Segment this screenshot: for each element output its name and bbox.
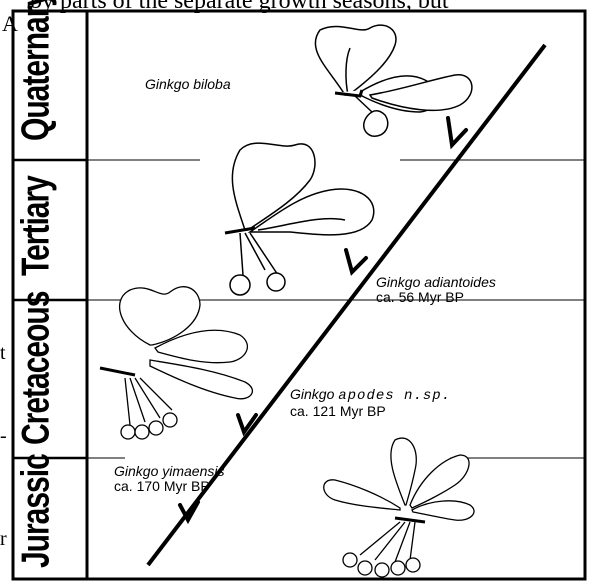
species-genus: Ginkgo xyxy=(290,386,334,402)
species-label-yimaensis: Ginkgo yimaensis ca. 170 Myr BP xyxy=(114,464,225,494)
figure-frame xyxy=(13,11,585,579)
species-name: Ginkgo adiantoides xyxy=(376,274,496,290)
species-label-apodes: Ginkgo apodes n.sp. ca. 121 Myr BP xyxy=(290,387,451,419)
period-label-quaternary: Quaternary xyxy=(15,31,59,141)
period-label-cretaceous: Cretaceous xyxy=(15,313,59,445)
ginkgo-apodes-drawing xyxy=(100,287,252,439)
species-name: Ginkgo biloba xyxy=(145,76,231,92)
period-label-tertiary: Tertiary xyxy=(15,182,59,276)
ginkgo-yimaensis-drawing xyxy=(324,438,474,577)
species-label-biloba: Ginkgo biloba xyxy=(145,77,231,92)
species-epithet: apodes n.sp. xyxy=(338,388,451,404)
branch-markers xyxy=(180,118,466,520)
species-label-adiantoides: Ginkgo adiantoides ca. 56 Myr BP xyxy=(376,275,496,305)
species-age: ca. 121 Myr BP xyxy=(290,403,386,419)
species-name: Ginkgo yimaensis xyxy=(114,463,225,479)
species-age: ca. 170 Myr BP xyxy=(114,478,210,494)
species-age: ca. 56 Myr BP xyxy=(376,289,464,305)
period-label-jurassic: Jurassic xyxy=(15,470,59,568)
